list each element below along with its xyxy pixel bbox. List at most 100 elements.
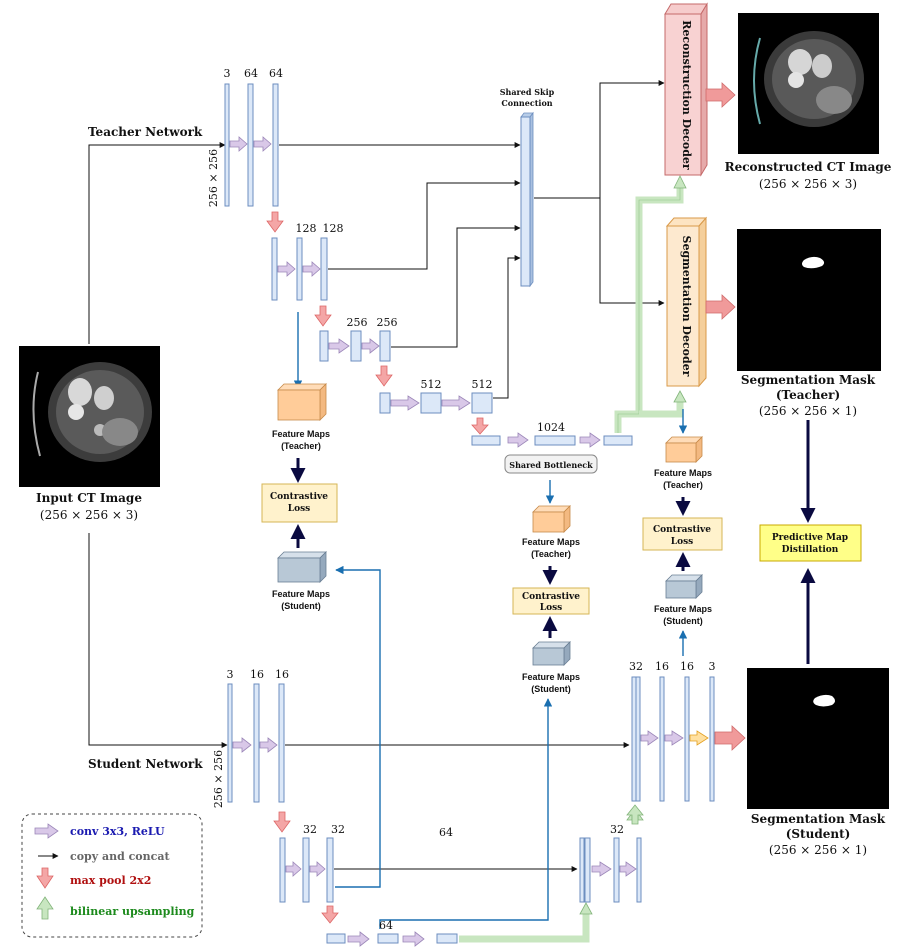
- layer-t9: [379, 330, 391, 362]
- student-mask-title: Segmentation Mask: [751, 812, 886, 826]
- contrastive-group-left: Feature Maps (Teacher) Contrastive Loss …: [261, 312, 338, 611]
- layer-s10: [579, 837, 585, 903]
- resolution-label: 256 × 256: [207, 149, 220, 207]
- layer-s5: [302, 837, 310, 903]
- teacher-pool-arrows: [266, 211, 489, 435]
- shared-bottleneck-box: Shared Bottleneck: [504, 454, 598, 474]
- teacher-feature-map-icon: [665, 436, 703, 463]
- student-feature-map-icon: [665, 574, 703, 599]
- reconstructed-ct-image: [738, 13, 879, 154]
- feature-maps-label: Feature Maps: [272, 589, 330, 599]
- layer-t12: [471, 392, 493, 414]
- channel-label: 64: [244, 67, 258, 80]
- channel-label: 1024: [537, 421, 565, 434]
- layer-s13: [636, 837, 642, 903]
- layer-t10: [379, 392, 391, 414]
- reconstructed-dims: (256 × 256 × 3): [759, 177, 857, 191]
- channel-label: 256: [377, 316, 398, 329]
- channel-label: 128: [323, 222, 344, 235]
- layer-s11: [584, 837, 591, 903]
- reconstruction-decoder: Reconstruction Decoder: [664, 2, 708, 177]
- feature-maps-label: Feature Maps: [272, 429, 330, 439]
- input-image-dims: (256 × 256 × 3): [40, 508, 138, 522]
- layer-s8: [377, 933, 399, 944]
- student-network-label: Student Network: [88, 757, 203, 771]
- legend-conv-label: conv 3x3, ReLU: [70, 825, 165, 838]
- green-up-arrow-icon: [36, 896, 54, 920]
- legend-pool-label: max pool 2x2: [70, 874, 151, 887]
- shared-skip-label: Connection: [501, 98, 552, 108]
- layer-s4: [279, 837, 286, 903]
- teacher-encoder: [224, 83, 633, 446]
- teacher-network-label: Teacher Network: [88, 125, 203, 139]
- layer-s14: [631, 676, 637, 802]
- channel-label: 64: [439, 826, 453, 839]
- channel-label: 128: [296, 222, 317, 235]
- layer-t3: [272, 83, 279, 207]
- contrastive-loss-label: Loss: [671, 537, 693, 547]
- feature-maps-label: (Teacher): [281, 441, 321, 451]
- layer-s3: [278, 683, 285, 803]
- channel-label: 512: [421, 378, 442, 391]
- input-branch-lines: [88, 142, 228, 748]
- purple-arrow-icon: [34, 823, 59, 839]
- student-feature-map-icon: [532, 641, 571, 666]
- reconstructed-title: Reconstructed CT Image: [725, 160, 892, 174]
- channel-label: 32: [610, 823, 624, 836]
- layer-t13: [471, 435, 501, 446]
- channel-label: 3: [709, 660, 716, 673]
- feature-maps-label: (Student): [281, 601, 321, 611]
- student-feature-links: [335, 565, 688, 929]
- student-conv-arrows: [232, 730, 709, 947]
- feature-maps-label: (Teacher): [663, 480, 703, 490]
- layer-t2: [247, 83, 254, 207]
- contrastive-loss-label: Contrastive: [653, 525, 711, 535]
- layer-s6: [326, 837, 334, 903]
- feature-maps-label: (Student): [663, 616, 703, 626]
- layer-t1: [224, 83, 230, 207]
- layer-s17: [684, 676, 690, 802]
- layer-t14: [534, 435, 576, 446]
- channel-label: 3: [227, 668, 234, 681]
- reconstruction-decoder-label: Reconstruction Decoder: [680, 20, 693, 170]
- feature-maps-label: (Student): [531, 684, 571, 694]
- student-encoder-decoder: [227, 676, 715, 944]
- feature-maps-label: Feature Maps: [522, 537, 580, 547]
- student-pool-arrows: [273, 811, 339, 924]
- layer-t5: [296, 237, 303, 301]
- layer-s16: [659, 676, 665, 802]
- predictive-map-distillation: Predictive Map Distillation: [759, 420, 862, 664]
- resolution-label: 256 × 256: [212, 750, 225, 808]
- teacher-feature-map-icon: [277, 383, 327, 421]
- teacher-feature-map-icon: [532, 505, 571, 533]
- student-upsample-arrows: [459, 804, 644, 943]
- teacher-mask-title: (Teacher): [776, 388, 840, 402]
- channel-label: 64: [269, 67, 283, 80]
- contrastive-loss-label: Contrastive: [270, 492, 328, 502]
- input-ct-image: [19, 346, 160, 487]
- pmd-label: Predictive Map: [772, 533, 848, 543]
- red-down-arrow-icon: [36, 867, 54, 889]
- teacher-segmentation-mask: [737, 229, 881, 371]
- contrastive-loss-label: Loss: [540, 603, 562, 613]
- segmentation-decoder-label: Segmentation Decoder: [680, 236, 693, 377]
- layer-s9: [436, 933, 458, 944]
- pmd-label: Distillation: [782, 545, 839, 555]
- feature-maps-label: Feature Maps: [522, 672, 580, 682]
- input-image-title: Input CT Image: [36, 491, 142, 505]
- channel-label: 16: [275, 668, 289, 681]
- student-feature-map-icon: [277, 551, 327, 583]
- layer-t7: [319, 330, 329, 362]
- channel-label: 32: [629, 660, 643, 673]
- student-skip-lines: [285, 742, 630, 872]
- teacher-skip-lines: [279, 80, 665, 399]
- legend: conv 3x3, ReLU copy and concat max pool …: [21, 813, 203, 938]
- layer-s15: [635, 676, 641, 802]
- layer-s7: [326, 933, 346, 944]
- layer-t11: [420, 392, 442, 414]
- feature-maps-label: (Teacher): [531, 549, 571, 559]
- channel-label: 16: [680, 660, 694, 673]
- teacher-channel-labels: 3 64 64 128 128 256 256 512 512 1024 256…: [207, 67, 565, 434]
- shared-bottleneck-label: Shared Bottleneck: [509, 460, 593, 470]
